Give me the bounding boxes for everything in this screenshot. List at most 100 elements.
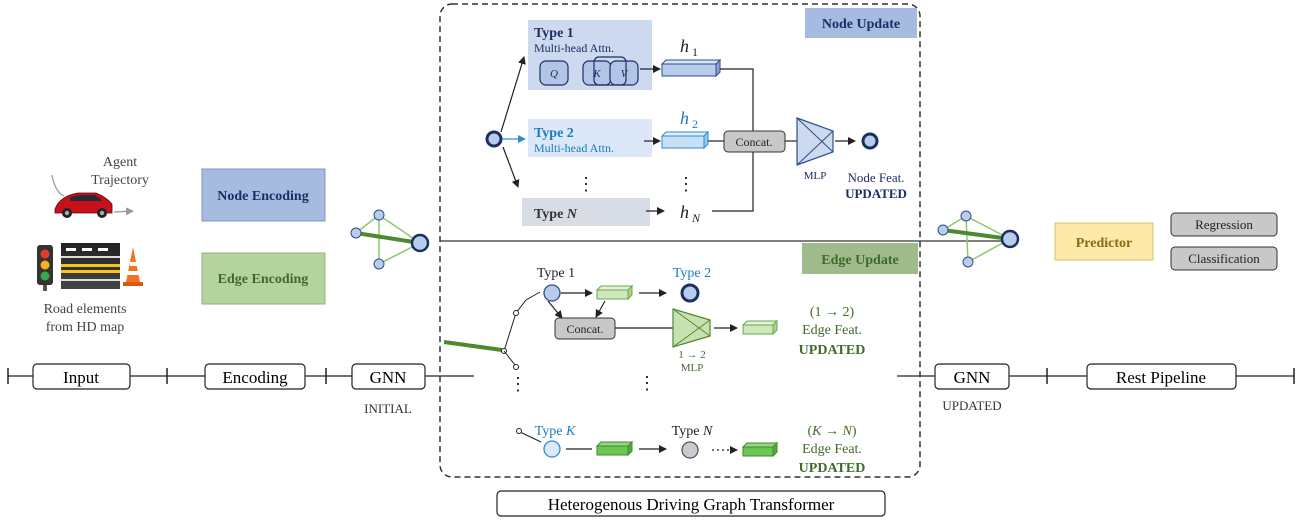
regression-block: Regression [1170, 212, 1278, 237]
edge-type1-label: Type 1 [537, 266, 575, 281]
type1-attention-block: Type 1 Multi-head Attn. Q K V [528, 20, 652, 90]
type1-sub-label: Multi-head Attn. [534, 41, 614, 55]
regression-label: Regression [1195, 217, 1253, 232]
node-feat-updated: UPDATED [845, 186, 907, 201]
h2-feature-bar [660, 130, 710, 150]
typeN-label: Type N [534, 207, 578, 222]
node-update-header-label: Node Update [822, 17, 900, 32]
h2-sub: 2 [692, 117, 698, 131]
type2-sub-label: Multi-head Attn. [534, 141, 614, 155]
agent-label-1: Agent [103, 155, 137, 170]
encoding-stage: Encoding [204, 363, 306, 390]
predictor-label: Predictor [1076, 236, 1133, 251]
edge-concat-label: Concat. [567, 322, 604, 336]
pipeline-row: Input Encoding GNN INITIAL GNN UPDATED R… [7, 363, 1295, 416]
traffic-cone-icon [123, 247, 143, 286]
road-elements: Road elements from HD map [37, 243, 143, 335]
classification-label: Classification [1188, 251, 1260, 266]
encoding-label: Encoding [222, 368, 288, 387]
edge-rel1-label: (1 → 2) [810, 305, 855, 320]
edge-update-section: Edge Update ⋮ Type 1 Type 2 Concat. [443, 243, 918, 476]
edge-feat-updated-1: UPDATED [799, 343, 866, 358]
rest-pipeline-stage: Rest Pipeline [1086, 363, 1237, 390]
node-update-header [805, 8, 917, 38]
edge-feat-bar-3 [595, 440, 634, 457]
edge-typeN-node [681, 441, 699, 459]
h2-label: h [680, 108, 689, 128]
initial-graph-icon [350, 209, 430, 270]
q-block [539, 60, 569, 86]
traffic-light-icon [37, 245, 53, 291]
road-label-2: from HD map [46, 320, 125, 335]
edge-type2-node [680, 283, 700, 303]
edge-mlp-label-1: 1 → 2 [678, 349, 706, 361]
edge-mlp-label-2: MLP [681, 362, 704, 374]
typeN-block: Type N [522, 198, 650, 226]
classification-block: Classification [1170, 246, 1278, 271]
car-icon [54, 192, 113, 218]
h1-label: h [680, 36, 689, 56]
type2-label: Type 2 [534, 126, 574, 141]
h1-feature-bar [660, 58, 722, 78]
predictor-block: Predictor [1054, 222, 1154, 261]
edge-feat-bar-4 [741, 441, 779, 458]
edge-typeK-node [543, 440, 561, 458]
agent-trajectory: Agent Trajectory [51, 155, 149, 218]
edge-feat-bar-1 [595, 284, 634, 301]
edge-typeK-label: Type K [535, 424, 576, 439]
gnn-updated-stage: GNN UPDATED [934, 363, 1010, 413]
updated-graph-icon [937, 210, 1020, 268]
edge-feat-label-2: Edge Feat. [802, 442, 862, 457]
gnn-updated-label: GNN [954, 368, 991, 387]
edge-relK-label: (K → N) [807, 424, 856, 439]
edge-type1-node [543, 284, 561, 302]
node-update-section: Node Update Type 1 Multi-head Attn. Q K … [485, 8, 917, 226]
h1-sub: 1 [692, 45, 698, 59]
edge-feat-updated-2: UPDATED [799, 461, 866, 476]
updated-caption: UPDATED [942, 398, 1001, 413]
node-encoding-label: Node Encoding [217, 189, 308, 204]
gnn-initial-stage: GNN INITIAL [351, 363, 426, 416]
edge-encoding-block: Edge Encoding [201, 252, 326, 305]
input-label: Input [63, 368, 99, 387]
edge-type2-label: Type 2 [673, 266, 711, 281]
hN-label: h [680, 202, 689, 222]
hN-sub: N [691, 211, 701, 225]
edge-typeN-label: Type N [672, 424, 713, 439]
edge-tree-vdots: ⋮ [509, 374, 527, 394]
road-label-1: Road elements [44, 302, 127, 317]
edge-update-header-label: Edge Update [821, 253, 898, 268]
node-mlp-block: MLP [796, 117, 834, 182]
v-label: V [621, 68, 629, 80]
agent-label-2: Trajectory [91, 173, 149, 188]
node-mlp-label: MLP [804, 170, 827, 182]
q-label: Q [550, 68, 558, 80]
type2-attention-block: Type 2 Multi-head Attn. [528, 119, 652, 157]
edge-mlp-block: 1 → 2 MLP [672, 308, 711, 374]
edge-concat-block: Concat. [554, 317, 616, 340]
initial-caption: INITIAL [364, 401, 412, 416]
node-concat-block: Concat. [723, 130, 786, 153]
node-encoding-block: Node Encoding [201, 168, 326, 222]
edge-update-header [802, 243, 918, 274]
type1-label: Type 1 [534, 26, 574, 41]
edge-feat-label-1: Edge Feat. [802, 323, 862, 338]
h-vdots: ⋮ [677, 174, 695, 194]
node-feat-label: Node Feat. [847, 170, 904, 185]
gnn-initial-label: GNN [370, 368, 407, 387]
v-block [609, 60, 639, 86]
incoming-edge [443, 340, 503, 352]
updated-node [861, 132, 879, 150]
road-icon [61, 243, 120, 289]
caption-label: Heterogenous Driving Graph Transformer [548, 495, 835, 514]
edge-mid-vdots: ⋮ [638, 373, 656, 393]
transformer-caption: Heterogenous Driving Graph Transformer [496, 490, 886, 517]
edge-encoding-label: Edge Encoding [218, 272, 309, 287]
rest-pipeline-label: Rest Pipeline [1116, 368, 1206, 387]
input-stage: Input [32, 363, 131, 390]
node-concat-label: Concat. [736, 135, 773, 149]
types-vdots: ⋮ [577, 174, 595, 194]
query-node [485, 130, 503, 148]
